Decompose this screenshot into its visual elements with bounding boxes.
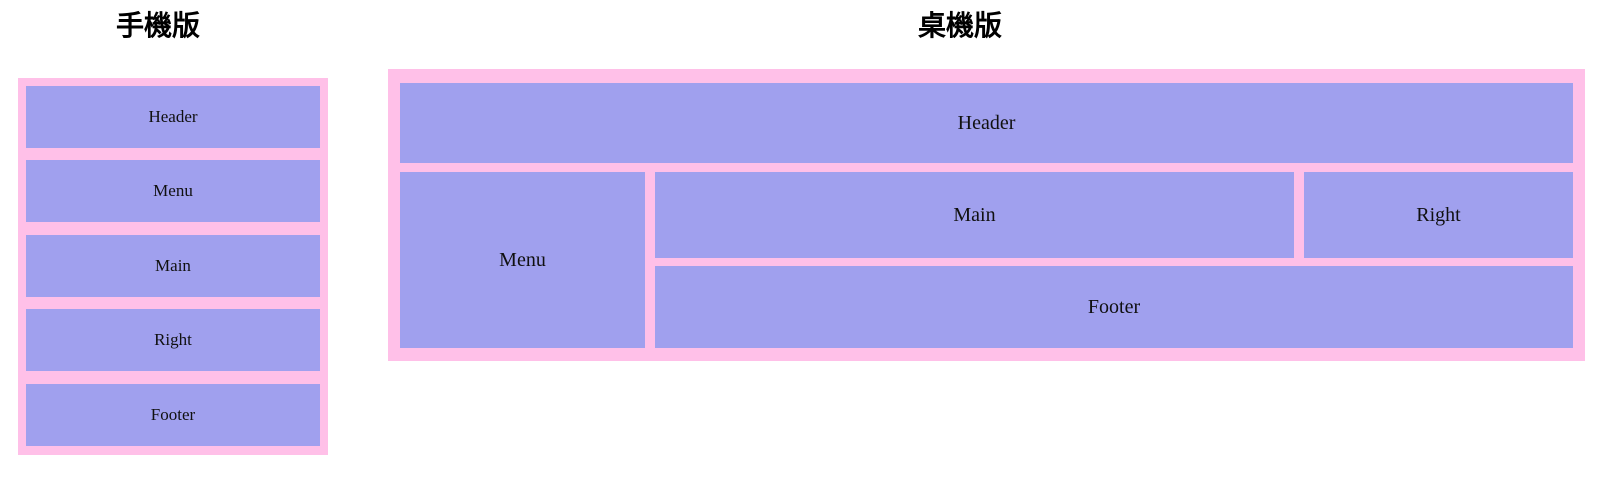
mobile-region-menu: Menu bbox=[26, 160, 320, 222]
desktop-region-header: Header bbox=[400, 83, 1573, 163]
mobile-region-right-label: Right bbox=[154, 330, 192, 349]
desktop-region-header-label: Header bbox=[957, 111, 1016, 134]
desktop-region-footer: Footer bbox=[655, 266, 1573, 348]
mobile-region-footer-label: Footer bbox=[150, 405, 196, 424]
mobile-region-menu-label: Menu bbox=[153, 181, 193, 200]
desktop-region-menu: Menu bbox=[400, 172, 645, 348]
mobile-region-header-label: Header bbox=[148, 107, 198, 126]
mobile-region-header: Header bbox=[26, 86, 320, 148]
desktop-layout-title: 桌機版 bbox=[918, 10, 1003, 41]
mobile-layout-title: 手機版 bbox=[116, 10, 201, 41]
desktop-region-right: Right bbox=[1304, 172, 1573, 258]
desktop-region-main-label: Main bbox=[953, 203, 996, 226]
desktop-region-menu-label: Menu bbox=[499, 248, 546, 271]
desktop-region-right-label: Right bbox=[1416, 203, 1461, 226]
mobile-region-main-label: Main bbox=[155, 256, 191, 275]
mobile-region-main: Main bbox=[26, 235, 320, 297]
mobile-region-footer: Footer bbox=[26, 384, 320, 446]
mobile-region-right: Right bbox=[26, 309, 320, 371]
desktop-region-footer-label: Footer bbox=[1087, 295, 1141, 318]
desktop-region-main: Main bbox=[655, 172, 1294, 258]
